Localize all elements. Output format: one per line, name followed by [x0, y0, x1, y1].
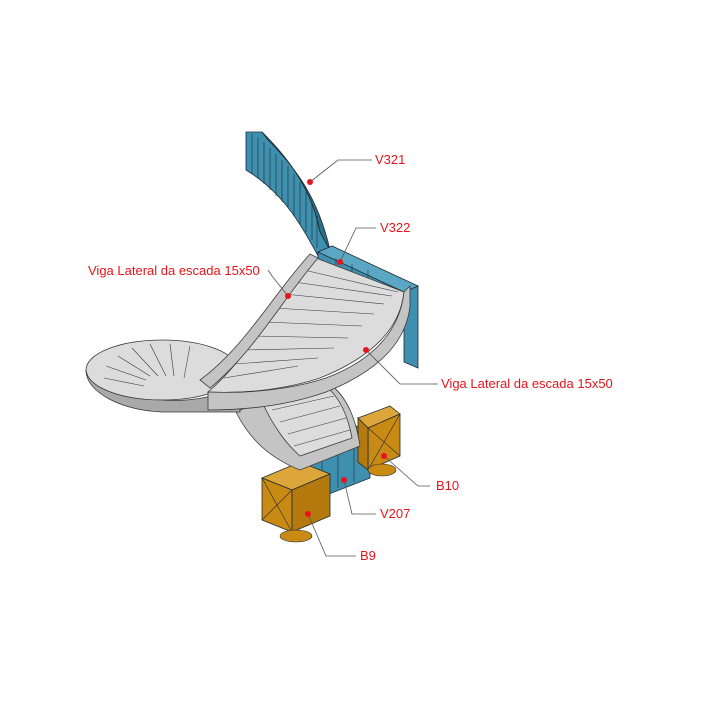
block-b10 — [357, 405, 401, 477]
label-viga-lateral-left: Viga Lateral da escada 15x50 — [88, 263, 260, 278]
leader-b9 — [307, 513, 356, 557]
dot-b9 — [305, 511, 311, 517]
leader-v322 — [339, 227, 376, 263]
spiral-staircase — [85, 253, 411, 471]
leader-viga-left — [267, 269, 289, 297]
label-b9: B9 — [360, 548, 376, 563]
annotation-labels: V321 V322 Viga Lateral da escada 15x50 V… — [88, 152, 613, 563]
leader-viga-right — [365, 349, 438, 385]
dot-v322 — [337, 259, 343, 265]
dot-viga-left — [285, 293, 291, 299]
annotation-leaders — [267, 159, 438, 557]
leader-v207 — [343, 479, 376, 515]
block-b9 — [260, 461, 332, 543]
dot-v207 — [341, 477, 347, 483]
label-b10: B10 — [436, 478, 459, 493]
label-viga-lateral-right: Viga Lateral da escada 15x50 — [441, 376, 613, 391]
annotation-dots — [285, 179, 387, 517]
label-v207: V207 — [380, 506, 410, 521]
dot-viga-right — [363, 347, 369, 353]
leader-b10 — [383, 455, 430, 487]
dot-v321 — [307, 179, 313, 185]
label-v321: V321 — [375, 152, 405, 167]
dot-b10 — [381, 453, 387, 459]
leader-v321 — [309, 159, 372, 183]
label-v322: V322 — [380, 220, 410, 235]
beam-v321 — [245, 131, 331, 257]
